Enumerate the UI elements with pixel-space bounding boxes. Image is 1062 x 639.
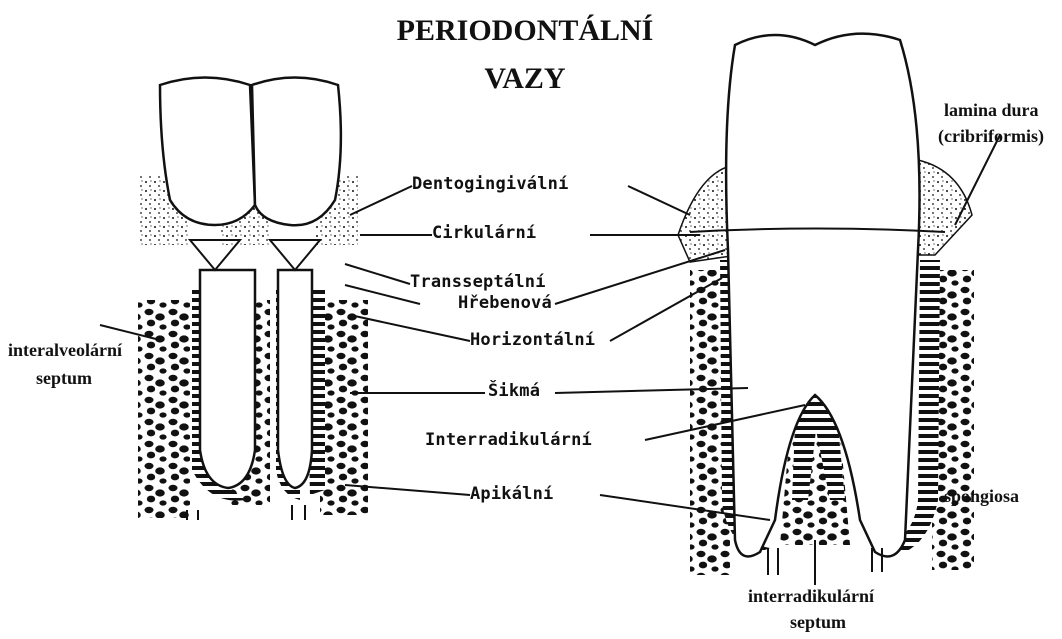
leader-dentogingival-left xyxy=(350,186,412,215)
label-oblique: Šikmá xyxy=(488,381,540,401)
label-interradicular: Interradikulární xyxy=(425,430,592,450)
page-subtitle: VAZY xyxy=(390,62,660,96)
label-horizontal: Horizontální xyxy=(470,330,595,350)
label-lamina-dura-2: (cribriformis) xyxy=(938,126,1044,147)
right-molar-illustration xyxy=(678,34,974,575)
label-interalveolar-1: interalveolární xyxy=(8,340,122,361)
label-spongiosa: spongiosa xyxy=(944,486,1019,507)
page-title: PERIODONTÁLNÍ xyxy=(390,14,660,48)
left-transseptal-wedge-2 xyxy=(270,240,320,270)
left-root-1 xyxy=(200,270,255,488)
label-interalveolar-2: septum xyxy=(36,368,92,389)
label-interradicular-septum-1: interradikulární xyxy=(748,586,874,607)
label-apical: Apikální xyxy=(470,484,553,504)
label-lamina-dura-1: lamina dura xyxy=(944,100,1039,121)
left-root-2 xyxy=(278,270,312,488)
label-crest: Hřebenová xyxy=(458,293,552,313)
label-circular: Cirkulární xyxy=(432,223,536,243)
left-crown-1 xyxy=(160,78,255,226)
left-apical-canal-2 xyxy=(292,505,305,520)
left-teeth-illustration xyxy=(138,78,368,521)
left-crown-2 xyxy=(252,78,341,226)
label-interradicular-septum-2: septum xyxy=(790,612,846,633)
leader-transseptal xyxy=(345,264,410,284)
right-apex-mesial xyxy=(768,548,778,575)
left-bone-outer-right xyxy=(320,300,368,515)
label-transseptal: Transseptální xyxy=(410,272,546,292)
leader-lamina-dura xyxy=(955,135,1000,225)
left-bone-outer-left xyxy=(138,300,190,518)
leader-dentogingival-right xyxy=(628,186,690,215)
label-dentogingival: Dentogingivální xyxy=(412,174,569,194)
